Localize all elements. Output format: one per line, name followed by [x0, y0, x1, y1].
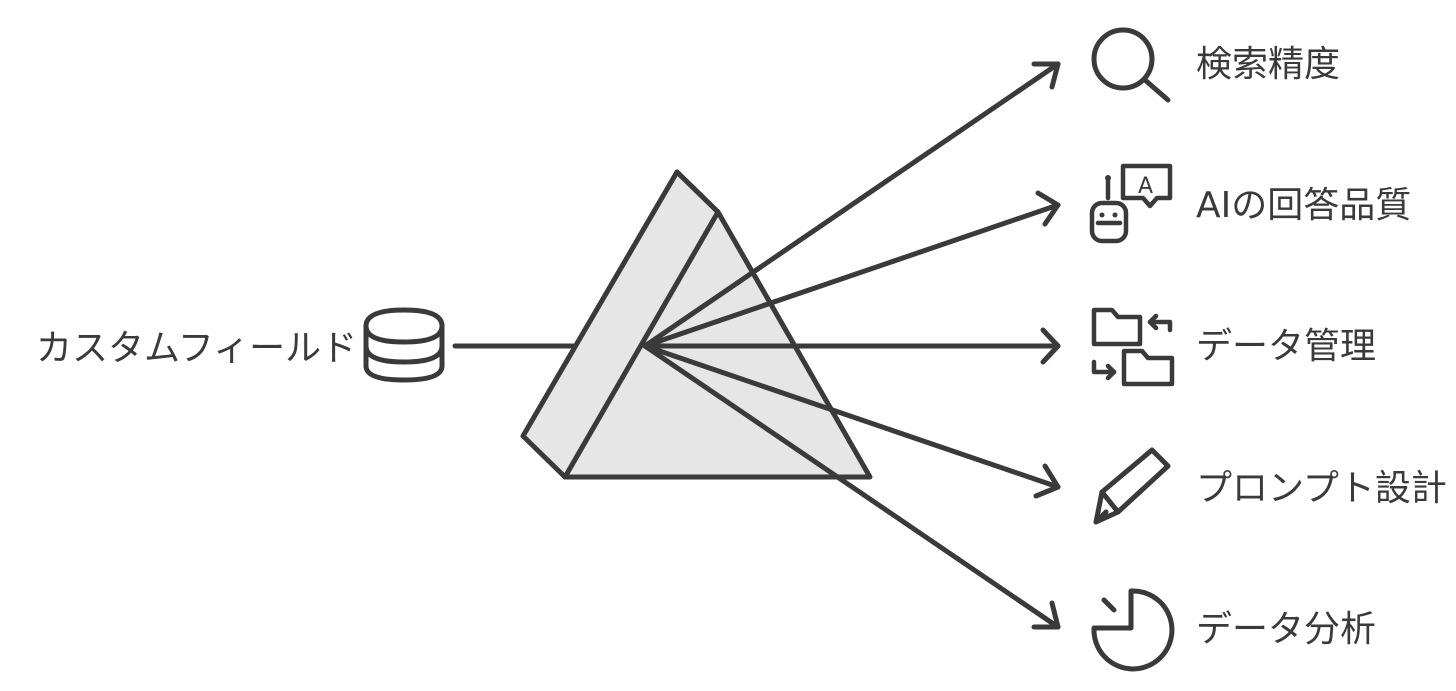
dispersed-beams — [642, 61, 1061, 630]
pencil-icon — [1093, 447, 1171, 525]
robot-chat-icon: A — [1089, 163, 1173, 244]
folders-transfer-icon — [1091, 307, 1175, 387]
output-label-search-accuracy: 検索精度 — [1196, 44, 1340, 85]
arrowhead-4 — [1033, 463, 1061, 499]
database-icon — [363, 307, 445, 383]
beam-4 — [642, 343, 1061, 490]
arrowhead-3 — [1040, 327, 1061, 365]
output-label-data-analysis: データ分析 — [1196, 609, 1376, 650]
output-label-prompt-design: プロンプト設計 — [1196, 468, 1447, 509]
arrowhead-5 — [1031, 600, 1061, 630]
prism — [520, 169, 873, 480]
magnifier-icon — [1091, 27, 1171, 103]
beam-2 — [642, 202, 1061, 349]
beam-1 — [642, 61, 1061, 349]
arrowhead-1 — [1031, 61, 1061, 90]
beam-5 — [642, 343, 1061, 630]
svg-text:A: A — [1138, 174, 1153, 199]
prism-front-edge — [562, 209, 721, 480]
source-label: カスタムフィールド — [36, 328, 357, 369]
arrowhead-2 — [1035, 190, 1061, 227]
output-label-ai-answer-quality: AIの回答品質 — [1196, 185, 1411, 226]
output-label-data-management: データ管理 — [1196, 326, 1376, 367]
pie-chart-icon — [1091, 588, 1175, 672]
prism-shading — [523, 172, 870, 477]
prism-top-edge — [674, 169, 721, 215]
